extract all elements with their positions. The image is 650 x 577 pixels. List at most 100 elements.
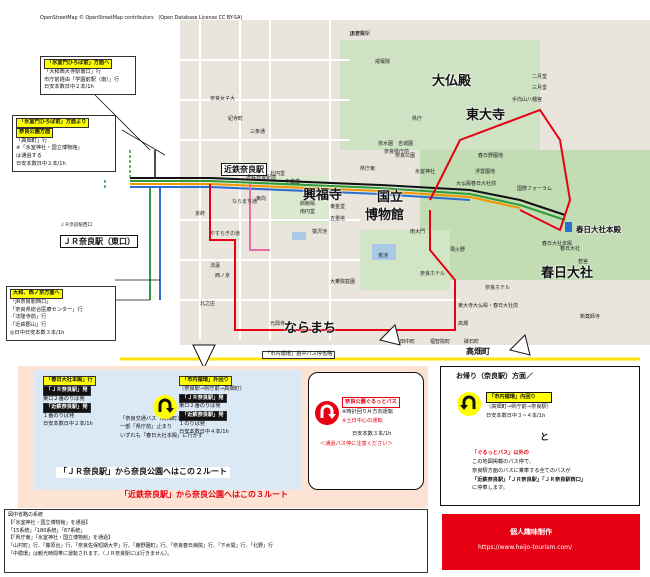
return-note-line: に停車します。 — [472, 485, 508, 492]
map-label: 二月堂 — [532, 74, 548, 80]
map-label: 春日野園地 — [478, 153, 504, 159]
label-todaiji: 東大寺 — [466, 108, 506, 123]
callout-title: 「氷室門ひろば前」方面より — [16, 118, 90, 128]
sarusawa-pond — [292, 232, 306, 240]
return-note-line: 「近鉄奈良駅」「ＪＲ奈良駅」「ＪＲ奈良駅西口」 — [472, 476, 587, 483]
map-label: 大仏殿春日大社前 — [456, 181, 497, 187]
map-label: JR奈良駅 — [350, 31, 370, 37]
jr-box-line: 「近鉄奈良駅」発 — [43, 403, 91, 414]
jr-box-loop: 「市内循環」外回り （奈良駅→県庁前→高畑町） 「ＪＲ奈良駅」発 東口２番のりば… — [176, 374, 246, 439]
callout-line: 市庁前経由「学園前駅（南）」行 — [44, 76, 120, 83]
jr-box-title: 「春日大社本殿」行 — [43, 376, 96, 386]
callout-line: 「近鉄郡山」行 — [10, 322, 47, 329]
label-national-museum-1: 国立 — [377, 190, 404, 205]
callout-title: 「氷室門ひろば前」方面へ — [44, 59, 113, 69]
gurutto-line: ※時計回り片方向運転 — [342, 408, 394, 415]
map-label: 福智院町 — [430, 339, 451, 345]
arrow-jr-panel — [192, 344, 216, 370]
return-line: （高畑町→県庁前→奈良駅） — [486, 403, 552, 410]
route-red-loop — [209, 184, 456, 331]
arrow-return-panel — [509, 334, 531, 356]
map-label: 元興寺 — [270, 321, 286, 327]
map-label: 大乗院庭園 — [330, 279, 356, 285]
map-label: 西ノ京 — [215, 273, 231, 279]
jr-box-line: 東口２番のりば発 — [179, 403, 221, 410]
jr-route-label: 「ＪＲ奈良駅」から奈良公園へはこの２ルート — [56, 467, 230, 478]
arrow-gurutto-panel — [379, 324, 401, 346]
map-label: やすらぎの道 — [210, 231, 241, 237]
jr-box-line: １のりば発 — [179, 420, 205, 427]
label-naramachi: ならまち — [284, 321, 337, 336]
jr-box-line: （奈良駅→県庁前→高畑町） — [179, 385, 245, 392]
map-label: 奈良県庁前 — [384, 149, 410, 155]
return-and: と — [540, 433, 550, 443]
map-label: 南円堂 — [300, 209, 316, 215]
return-header: お帰り（奈良駅）方面／ — [456, 372, 533, 380]
credit-box — [442, 514, 640, 570]
callout-line-2 — [94, 94, 151, 151]
callout-line: 「高畑町」行 — [16, 137, 48, 144]
gurutto-panel — [308, 372, 424, 490]
jr-box-line: 日安本数日中４本/1h — [179, 428, 229, 435]
credit-title: 個人趣味制作 — [510, 528, 552, 536]
callout-line: は通過する — [16, 153, 42, 160]
kintetsu-route-label: 「近鉄奈良駅」から奈良公園へはこの３ルート — [120, 490, 288, 499]
jr-box-line: １番のりば発 — [43, 413, 75, 420]
uturn-return-icon — [456, 391, 482, 417]
route-black — [130, 177, 566, 216]
jr-box-kasuga: 「春日大社本殿」行 「ＪＲ奈良駅」発 東口２番のりば発 「近鉄奈良駅」発 １番の… — [40, 374, 114, 431]
uturn-jr-svg — [153, 395, 177, 419]
callout-line: ※「氷室神社・国立博物館」 — [16, 145, 83, 152]
map-label: 新薬師寺 — [580, 314, 601, 320]
map-label: 北円堂 — [270, 171, 286, 177]
map-label: 正倉院 — [350, 31, 366, 37]
kasuga-stop-marker — [565, 222, 572, 232]
map-label: 近鉄奈良駅前 — [246, 175, 277, 181]
map-label: 京終 — [195, 211, 206, 217]
uturn-jr-icon — [152, 394, 178, 420]
map-label: 三条通 — [250, 129, 266, 135]
notes-box: 図中省略の系統 【「氷室神社・国立博物館」を通過】 「15系統」「180系統」「… — [4, 509, 428, 573]
map-label: ならまち通 — [232, 199, 258, 205]
map-attribution: OpenStreetMap © OpenStreetMap contributo… — [40, 16, 243, 21]
map-label: 春日大社 — [560, 246, 581, 252]
return-info: 「市内循環」内回り （高畑町→県庁前→奈良駅） 日安本数日中３~４本/1h — [486, 392, 552, 421]
jr-box-takabatake: 「奈良交通バス（高畑町）」行 一部「県庁前」止まり いずれも「春日大社本殿」に行… — [120, 415, 203, 440]
map-label: 奈良女子大 — [210, 96, 236, 102]
callout-title-2: 奈良公園方面 — [16, 127, 54, 138]
callout-line-1 — [121, 129, 166, 156]
callout-line: 「大和西大寺駅南口」行 — [44, 68, 102, 75]
route-blue — [130, 186, 471, 201]
uturn-gurutto-svg — [315, 401, 339, 425]
return-note-line: 「ぐるっとバス」以外の — [472, 450, 529, 456]
return-panel — [440, 366, 640, 506]
jr-box-title: 「市内循環」外回り — [179, 376, 232, 386]
callout-line: 日安本数日中２本/1h — [44, 84, 94, 91]
callout-box-south-left: 大和、西ノ京方面へ 「JR奈良駅西口」 「奈良県総合医療センター」行 「法隆寺前… — [6, 286, 116, 341]
jr-box-line: 「ＪＲ奈良駅」発 — [43, 385, 91, 396]
callout-line: 「JR奈良駅西口」 — [10, 298, 52, 305]
gurutto-line: 日安本数３本/1h — [352, 431, 392, 437]
map-label: 依水園 — [378, 141, 394, 147]
notes-line: 【「氷室神社・国立博物館」を通過】 — [8, 519, 91, 526]
map-label: 奈良公園 — [395, 153, 416, 159]
map-label: 国際フォーラム — [517, 186, 552, 192]
notes-line: 「中循環」は観光時間帯に運転されます。（ＪＲ奈良駅には行きません）。 — [8, 550, 173, 557]
map-label: 荒池 — [378, 253, 389, 259]
return-note-line: この地図掲載のバス停で、 — [472, 458, 535, 465]
highway-label: 「市内循環」過中パス停省略 — [262, 351, 336, 359]
gurutto-title: 奈良公園ぐるっとバス — [342, 397, 400, 408]
map-label: 県庁 — [412, 116, 423, 122]
map-label: 餅飯殿 — [300, 201, 316, 207]
label-kasuga-taisha: 春日大社 — [541, 266, 594, 281]
credit-url[interactable]: https://www.heijo-tourism.com/ — [478, 544, 573, 551]
jr-box-line: 「奈良交通バス（高畑町）」行 — [120, 416, 191, 422]
gurutto-line: ＜通過バス停に注意ください＞ — [320, 441, 393, 447]
return-note: 「ぐるっとバス」以外の この地図掲載のバス停で、 奈良駅方面のバスに乗車する全て… — [472, 449, 586, 493]
uturn-return-svg — [457, 392, 481, 416]
label-takabatake: 高畑町 — [466, 347, 490, 356]
jr-box-line: 日安本数日中２本/1h — [43, 420, 93, 427]
route-pink — [249, 184, 270, 251]
map-label: 中金堂 — [285, 179, 301, 185]
